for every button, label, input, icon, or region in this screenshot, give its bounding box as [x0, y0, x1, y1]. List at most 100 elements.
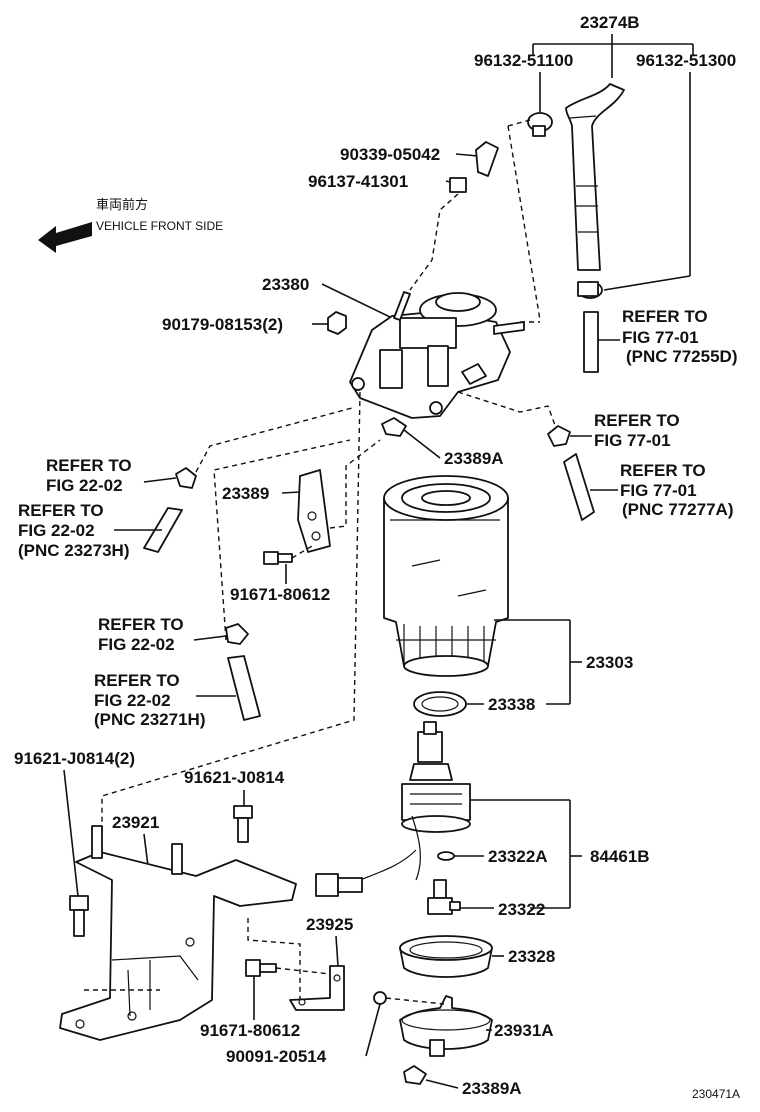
- label-23380[interactable]: 23380: [262, 275, 309, 294]
- label-91621-J0814-2[interactable]: 91621-J0814(2): [14, 749, 135, 768]
- pipe-23273H-icon: [114, 507, 183, 553]
- ref-23271H[interactable]: REFER TO FIG 22-02 (PNC 23271H): [94, 671, 206, 729]
- label-84461B[interactable]: 84461B: [590, 847, 650, 866]
- hose-23274B-icon: [565, 83, 625, 271]
- svg-text:(PNC 77255D): (PNC 77255D): [626, 347, 738, 366]
- svg-text:FIG 77-01: FIG 77-01: [594, 431, 671, 450]
- dash-head-77-01: [457, 391, 557, 429]
- leader-23303: [494, 619, 582, 705]
- label-90339-05042[interactable]: 90339-05042: [340, 145, 440, 164]
- leader-23925: [335, 935, 339, 967]
- clamp-96132-51100-icon: [527, 112, 553, 137]
- label-96132-51100[interactable]: 96132-51100: [474, 51, 573, 70]
- leader-23274B: [532, 34, 694, 291]
- bracket-23921-icon: [59, 825, 297, 1041]
- clip-96137-41301-icon: [449, 177, 467, 193]
- clamp-96132-51300-icon: [577, 281, 603, 299]
- clip-77-01-icon: [547, 425, 592, 447]
- leader-23389: [281, 491, 301, 494]
- label-90091-20514[interactable]: 90091-20514: [226, 1047, 327, 1066]
- svg-text:(PNC 23271H): (PNC 23271H): [94, 710, 206, 729]
- svg-text:REFER TO: REFER TO: [94, 671, 180, 690]
- label-96132-51300[interactable]: 96132-51300: [636, 51, 736, 70]
- dash-bolt-bot: [275, 967, 331, 975]
- svg-text:FIG 22-02: FIG 22-02: [98, 635, 175, 654]
- bracket-23925-icon: [289, 965, 345, 1011]
- label-23322[interactable]: 23322: [498, 900, 545, 919]
- o-ring-23322A-icon: [437, 851, 455, 861]
- svg-text:FIG 22-02: FIG 22-02: [46, 476, 123, 495]
- leader-23380: [321, 283, 393, 319]
- label-96137-41301[interactable]: 96137-41301: [308, 172, 408, 191]
- label-23931A[interactable]: 23931A: [494, 1021, 554, 1040]
- svg-text:REFER TO: REFER TO: [594, 411, 680, 430]
- bolt-left-icon: [69, 895, 89, 937]
- ref-22-02-b[interactable]: REFER TO FIG 22-02: [98, 615, 184, 654]
- leader-23389A-top: [403, 429, 441, 459]
- svg-text:(PNC 23273H): (PNC 23273H): [18, 541, 130, 560]
- leader-84461B: [470, 799, 582, 909]
- svg-text:FIG 77-01: FIG 77-01: [622, 328, 699, 347]
- dash-clip-filterhead: [409, 193, 459, 291]
- dash-22-02-a: [195, 407, 353, 473]
- bolt-91621-J0814-icon: [233, 805, 253, 843]
- clip-22-02-a-icon: [143, 467, 197, 489]
- label-91671-80612-bot[interactable]: 91671-80612: [200, 1021, 300, 1040]
- screw-90091-20514-icon: [373, 991, 387, 1005]
- pipe-77255D-icon: [583, 311, 620, 373]
- dash-23389: [329, 439, 381, 529]
- dash-22-02-b: [213, 439, 351, 641]
- diagram-code: 230471A: [692, 1087, 740, 1101]
- svg-text:(PNC 77277A): (PNC 77277A): [622, 500, 734, 519]
- clamp-23931A-icon: [399, 995, 493, 1057]
- svg-text:REFER TO: REFER TO: [18, 501, 104, 520]
- bracket-23389-icon: [297, 469, 331, 553]
- label-23925[interactable]: 23925: [306, 915, 353, 934]
- leader-90339-05042: [455, 153, 479, 157]
- front-side-japanese: 車両前方: [96, 197, 148, 213]
- leader-23921: [143, 833, 149, 867]
- svg-text:REFER TO: REFER TO: [46, 456, 132, 475]
- svg-text:REFER TO: REFER TO: [98, 615, 184, 634]
- leader-23389A-bot: [425, 1079, 459, 1089]
- leader-90091-20514: [365, 1003, 381, 1057]
- label-23389A-top[interactable]: 23389A: [444, 449, 504, 468]
- label-23389[interactable]: 23389: [222, 484, 269, 503]
- bolt-91671-80612-bot-icon: [245, 959, 277, 977]
- dash-screw-clamp: [385, 997, 445, 1005]
- label-23328[interactable]: 23328: [508, 947, 555, 966]
- front-side-arrow-icon: [38, 222, 92, 253]
- label-23338[interactable]: 23338: [488, 695, 535, 714]
- label-23274B[interactable]: 23274B: [580, 13, 640, 32]
- label-91671-80612-top[interactable]: 91671-80612: [230, 585, 330, 604]
- ref-23273H[interactable]: REFER TO FIG 22-02 (PNC 23273H): [18, 501, 130, 560]
- bolt-91671-80612-top-icon: [263, 551, 293, 565]
- clip-22-02-b-icon: [193, 623, 249, 645]
- pipe-23271H-icon: [196, 655, 261, 721]
- label-23303[interactable]: 23303: [586, 653, 633, 672]
- ref-77255D[interactable]: REFER TO FIG 77-01 (PNC 77255D): [622, 307, 738, 366]
- label-23921[interactable]: 23921: [112, 813, 159, 832]
- sensor-wire-icon: [315, 849, 417, 897]
- label-23389A-bot[interactable]: 23389A: [462, 1079, 522, 1098]
- svg-text:REFER TO: REFER TO: [620, 461, 706, 480]
- front-side-english: VEHICLE FRONT SIDE: [96, 219, 223, 233]
- ref-77-01[interactable]: REFER TO FIG 77-01: [594, 411, 680, 450]
- label-23322A[interactable]: 23322A: [488, 847, 548, 866]
- bowl-23328-icon: [399, 935, 493, 978]
- svg-text:REFER TO: REFER TO: [622, 307, 708, 326]
- leader-91621-J0814-2: [63, 769, 79, 897]
- pipe-77277A-icon: [563, 453, 618, 521]
- filter-element-23303-icon: [383, 475, 509, 677]
- ref-22-02-a[interactable]: REFER TO FIG 22-02: [46, 456, 132, 495]
- sensor-84461B-icon: [401, 721, 471, 881]
- dash-bolt-top: [291, 545, 313, 559]
- filter-head-23380-icon: [349, 291, 525, 419]
- label-91621-J0814[interactable]: 91621-J0814: [184, 768, 285, 787]
- ref-77277A[interactable]: REFER TO FIG 77-01 (PNC 77277A): [620, 461, 734, 519]
- dash-head-bracket: [101, 391, 361, 830]
- dash-hose-clamp: [507, 119, 541, 321]
- label-90179-08153[interactable]: 90179-08153(2): [162, 315, 283, 334]
- cap-90339-05042-icon: [475, 141, 499, 177]
- svg-text:FIG 22-02: FIG 22-02: [18, 521, 95, 540]
